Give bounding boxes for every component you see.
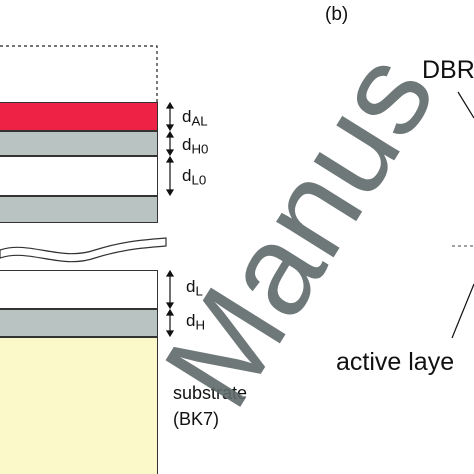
high-index-layer bbox=[0, 196, 158, 223]
label-d-h: dH bbox=[186, 311, 206, 333]
active-layer-label: active laye bbox=[336, 348, 455, 376]
substrate-material-label: (BK7) bbox=[173, 409, 220, 429]
dbr-pointer-line bbox=[457, 91, 474, 119]
substrate-layer bbox=[0, 337, 158, 474]
low-index-layer bbox=[0, 270, 158, 309]
stack-break bbox=[0, 237, 167, 263]
high-index-layer-bottom bbox=[0, 309, 158, 337]
label-d-l0: dL0 bbox=[182, 166, 207, 188]
label-d-h0: dH0 bbox=[182, 135, 209, 157]
label-d-l: dL bbox=[186, 277, 203, 299]
active-layer-pointer-line bbox=[451, 283, 474, 339]
dashed-outline bbox=[0, 45, 158, 102]
panel-b-label: (b) bbox=[325, 4, 349, 25]
high-index-layer-0 bbox=[0, 131, 158, 156]
low-index-layer-0 bbox=[0, 156, 158, 196]
substrate-label: substrate bbox=[173, 383, 248, 403]
label-d-al: dAL bbox=[182, 107, 208, 129]
active-layer bbox=[0, 102, 158, 131]
dimension-arrows bbox=[165, 101, 175, 338]
dbr-label: DBR bbox=[422, 56, 474, 84]
